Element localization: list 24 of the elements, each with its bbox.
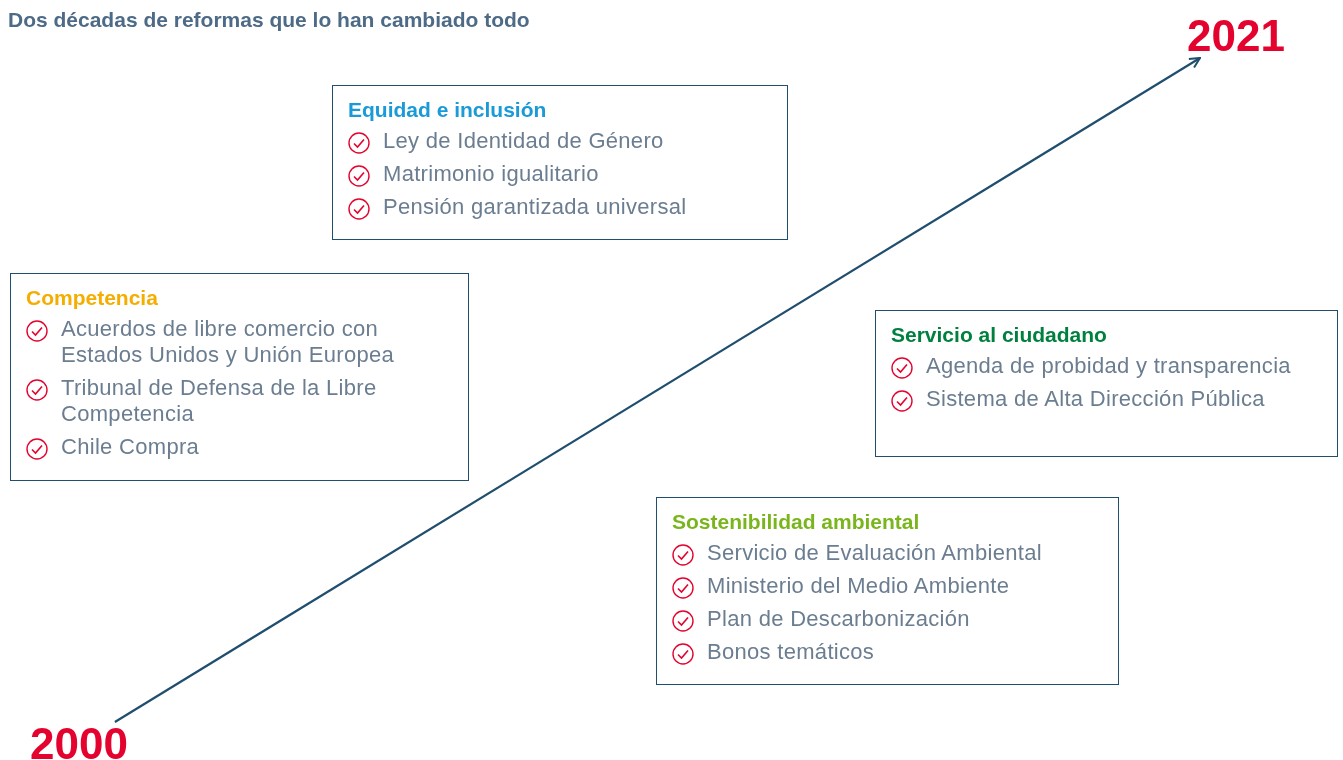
category-heading: Competencia bbox=[26, 286, 159, 310]
year-label: 2000 bbox=[30, 722, 128, 760]
reform-item: Matrimonio igualitario bbox=[383, 161, 599, 187]
year-label: 2021 bbox=[1187, 14, 1285, 58]
reform-item: Servicio de Evaluación Ambiental bbox=[707, 540, 1042, 566]
category-box bbox=[332, 85, 788, 240]
reform-item: Ley de Identidad de Género bbox=[383, 128, 664, 154]
reform-item: Acuerdos de libre comercio con Estados Unidos y Unión Europea bbox=[61, 316, 396, 368]
reform-item: Plan de Descarbonización bbox=[707, 606, 970, 632]
category-heading: Sostenibilidad ambiental bbox=[672, 510, 921, 534]
arrow bbox=[114, 57, 1201, 723]
category-heading: Servicio al ciudadano bbox=[891, 323, 1108, 347]
reform-item: Ministerio del Medio Ambiente bbox=[707, 573, 1010, 599]
category-box bbox=[10, 273, 469, 481]
title: Dos décadas de reformas que lo han cambiado todo bbox=[8, 8, 530, 32]
category-box bbox=[875, 310, 1338, 457]
reform-item: Chile Compra bbox=[61, 434, 200, 460]
reform-item: Sistema de Alta Dirección Pública bbox=[926, 386, 1265, 412]
category-heading: Equidad e inclusión bbox=[348, 98, 548, 122]
category-box bbox=[656, 497, 1119, 685]
reform-item: Agenda de probidad y transparencia bbox=[926, 353, 1291, 379]
reform-item: Bonos temáticos bbox=[707, 639, 875, 665]
reform-item: Tribunal de Defensa de la Libre Competencia bbox=[61, 375, 378, 427]
reform-item: Pensión garantizada universal bbox=[383, 194, 687, 220]
